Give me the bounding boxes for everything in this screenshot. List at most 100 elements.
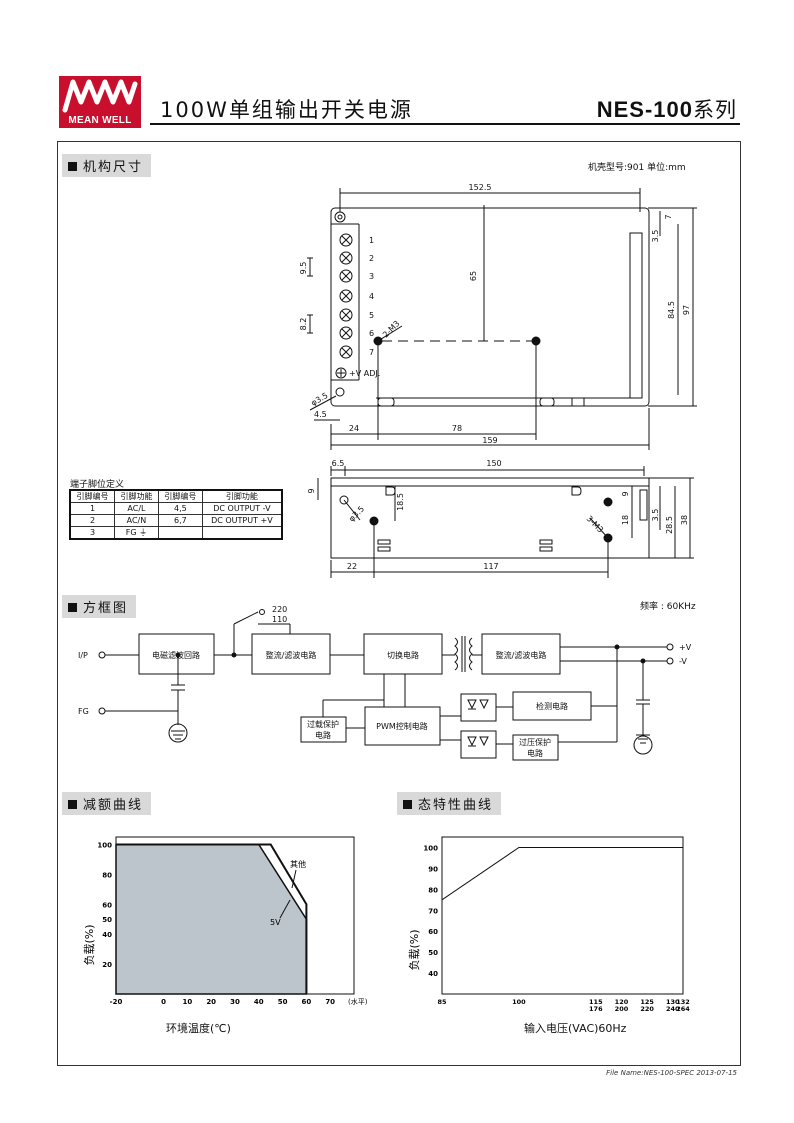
side-r3: 3.5 xyxy=(651,509,660,522)
x-tick-label: 240 xyxy=(666,1005,680,1013)
header-cell: 引脚编号 xyxy=(69,489,115,503)
y-tick-label: 100 xyxy=(423,844,438,852)
x-tick-label: 0 xyxy=(161,998,166,1006)
doc-title: 100W单组输出开关电源 xyxy=(160,98,413,122)
x-tick-label: 115 xyxy=(589,998,603,1006)
rect2-block: 整流/滤波电路 xyxy=(496,650,547,660)
dim-top-off2: 3.5 xyxy=(651,230,660,243)
pwm-block: PWM控制电路 xyxy=(376,721,428,731)
series-model: NES-100 xyxy=(596,97,693,122)
dim-total-h: 97 xyxy=(682,305,691,315)
x-tick-label: 100 xyxy=(512,998,526,1006)
series-other-line xyxy=(116,843,308,994)
static-xlabel: 输入电压(VAC)60Hz xyxy=(524,1022,627,1035)
v220-label: 220 xyxy=(272,605,287,614)
ip-label: I/P xyxy=(78,651,88,660)
dim-right-h: 84.5 xyxy=(667,301,676,319)
side-r2: 18 xyxy=(621,515,630,525)
x-tick-label: -20 xyxy=(110,998,123,1006)
label-other: 其他 xyxy=(290,859,306,869)
plot-frame xyxy=(441,836,684,995)
label-5v: 5V xyxy=(270,918,281,927)
series-title: NES-100系列 xyxy=(597,94,737,124)
dim-bottom-b: 78 xyxy=(452,424,462,433)
y-tick-label: 100 xyxy=(97,841,112,849)
v110-label: 110 xyxy=(272,615,287,624)
x-tick-label: 60 xyxy=(302,998,312,1006)
table-cell xyxy=(201,526,283,540)
derating-xlabel: 环境温度(℃) xyxy=(166,1022,231,1035)
emi-block: 电磁滤波回路 xyxy=(152,650,200,660)
table-cell: 4,5 xyxy=(157,502,203,515)
block-diagram xyxy=(98,609,674,761)
label-other-pointer xyxy=(291,869,297,889)
table-cell xyxy=(157,526,203,540)
y-tick-label: 20 xyxy=(102,961,112,969)
pin-table-header: 引脚编号 引脚功能 引脚编号 引脚功能 xyxy=(69,489,283,503)
brand-name: MEAN WELL xyxy=(68,115,132,126)
block-diagram-labels: I/P FG 220 110 电磁滤波回路 整流/滤波电路 切换电路 整流/滤波… xyxy=(78,605,692,758)
dim-pitch1: 9.5 xyxy=(299,262,308,275)
x-tick-label: 30 xyxy=(230,998,240,1006)
side-h-top: 9 xyxy=(307,488,316,493)
side-left-off: 6.5 xyxy=(332,459,345,468)
terminal-block xyxy=(335,233,353,379)
y-tick-label: 50 xyxy=(102,916,112,924)
x-tick-label: 125 xyxy=(640,998,654,1006)
x-tick-label: 85 xyxy=(437,998,447,1006)
pin-4: 4 xyxy=(369,292,374,301)
series-line xyxy=(441,846,683,901)
dim-pitch2: 8.2 xyxy=(299,318,308,331)
section-block-diagram: 方框图 xyxy=(62,595,137,618)
pin-5: 5 xyxy=(369,311,374,320)
pin-7: 7 xyxy=(369,348,374,357)
y-tick-label: 60 xyxy=(428,928,438,936)
x-tick-label: 20 xyxy=(206,998,216,1006)
ovp-block-2: 电路 xyxy=(527,748,543,758)
series-suffix: 系列 xyxy=(693,98,737,122)
header-rule xyxy=(150,123,740,125)
dim-width: 152.5 xyxy=(469,183,492,192)
table-row: 2 AC/N 6,7 DC OUTPUT +V xyxy=(69,514,283,527)
square-bullet-icon xyxy=(68,162,77,171)
pin-6: 6 xyxy=(369,329,374,338)
dim-screw: 2-M3 xyxy=(381,319,401,339)
vplus-label: +V xyxy=(679,643,692,652)
content-frame xyxy=(57,141,741,1066)
header-cell: 引脚功能 xyxy=(201,489,283,503)
x-tick-label: 264 xyxy=(676,1005,690,1013)
section-mechanical: 机构尺寸 xyxy=(62,154,152,177)
y-tick-label: 80 xyxy=(428,886,438,894)
section-static: 态特性曲线 xyxy=(397,792,502,815)
label-5v-pointer xyxy=(279,899,291,919)
x-tick-label: 70 xyxy=(325,998,335,1006)
olp-block-1: 过载保护 xyxy=(307,719,339,729)
dim-bottom-total: 159 xyxy=(482,436,497,445)
side-length: 150 xyxy=(486,459,501,468)
pin-table: 引脚编号 引脚功能 引脚编号 引脚功能 1 AC/L 4,5 DC OUTPUT… xyxy=(69,489,283,540)
side-r1: 9 xyxy=(621,491,630,496)
frequency-label: 频率 : 60KHz xyxy=(640,602,696,612)
dim-depth: 65 xyxy=(469,271,478,281)
table-cell: 1 xyxy=(69,502,115,515)
table-cell: DC OUTPUT -V xyxy=(201,502,283,515)
olp-block-2: 电路 xyxy=(315,730,331,740)
dim-left-off: 4.5 xyxy=(314,410,327,419)
table-row: 1 AC/L 4,5 DC OUTPUT -V xyxy=(69,502,283,515)
mw-logo-mark xyxy=(62,79,138,113)
table-row: 3 FG ⏚ xyxy=(69,526,283,540)
y-tick-label: 90 xyxy=(428,865,438,873)
fg-label: FG xyxy=(78,707,89,716)
side-view-drawing xyxy=(317,466,694,578)
table-cell: FG ⏚ xyxy=(114,526,159,540)
x-unit-label: (水平) xyxy=(348,997,368,1006)
x-tick-label: 176 xyxy=(589,1005,603,1013)
table-cell: 3 xyxy=(69,526,115,540)
y-tick-label: 60 xyxy=(102,901,112,909)
y-tick-label: 70 xyxy=(428,907,438,915)
x-tick-label: 200 xyxy=(615,1005,629,1013)
x-tick-label: 50 xyxy=(278,998,288,1006)
pin-table-title: 端子脚位定义 xyxy=(70,480,125,490)
switch-block: 切换电路 xyxy=(387,650,419,660)
